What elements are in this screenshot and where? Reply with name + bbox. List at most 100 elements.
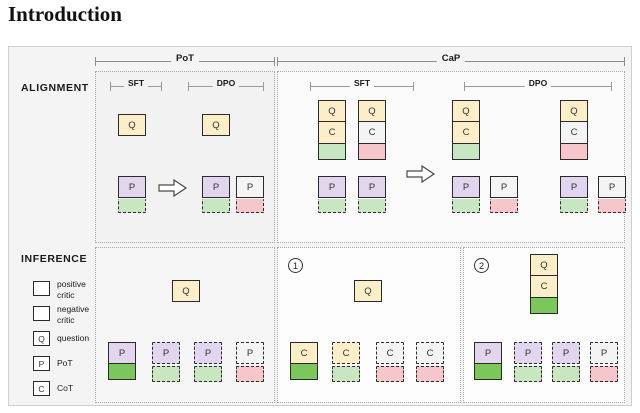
pot-cell: P — [118, 176, 146, 198]
negative-critic-swatch — [33, 306, 50, 321]
cot-cell: C — [290, 342, 318, 364]
positive-critic-cell — [452, 199, 480, 213]
pot-cell: P — [490, 176, 518, 198]
inference-cap1-candidate-2: C — [332, 342, 360, 382]
bracket-cap-left — [464, 82, 465, 91]
panel-pot-inference: Q P P P P — [95, 247, 275, 403]
bracket-pot-dpo: DPO — [188, 78, 264, 94]
inference-cap1-candidate-selected: C — [290, 342, 318, 380]
inference-cap1-question: Q — [354, 280, 382, 302]
positive-critic-swatch — [33, 281, 50, 296]
panel-cap-alignment: SFT DPO Q C Q C P P — [277, 71, 626, 243]
bracket-pot-sft: SFT — [110, 78, 162, 94]
inference-pot-candidate-2: P — [152, 342, 180, 382]
pot-cell: P — [452, 176, 480, 198]
legend-item-cot: C CoT — [33, 379, 95, 404]
negative-critic-cell — [598, 199, 626, 213]
cot-cell: C — [530, 276, 558, 298]
panel-pot-alignment: SFT DPO Q Q P P — [95, 71, 275, 243]
pot-sft-question-stack: Q — [118, 114, 146, 136]
positive-critic-cell — [358, 199, 386, 213]
bracket-cap-right — [611, 82, 612, 91]
negative-critic-cell — [490, 199, 518, 213]
cap-dpo-b-pot-negative: P — [598, 176, 626, 213]
pot-cell: P — [514, 342, 542, 364]
question-cell: Q — [560, 100, 588, 122]
inference-pot-question: Q — [172, 280, 200, 302]
inference-pot-candidate-4: P — [236, 342, 264, 382]
inference-cap2-candidate-2: P — [514, 342, 542, 382]
question-cell: Q — [318, 100, 346, 122]
page-title: Introduction — [8, 2, 122, 26]
question-cell: Q — [530, 254, 558, 276]
cap-dpo-a-stack: Q C — [452, 100, 480, 160]
positive-critic-cell — [452, 144, 480, 160]
pot-cell: P — [474, 342, 502, 364]
inference-cap1-candidate-4: C — [416, 342, 444, 382]
legend-label: PoT — [57, 358, 73, 368]
pot-cell: P — [236, 176, 264, 198]
negative-critic-cell — [236, 199, 264, 213]
pot-cell: P — [318, 176, 346, 198]
positive-critic-cell — [514, 366, 542, 382]
panel-cap-inference-step1: 1 Q C C C C — [277, 247, 461, 403]
question-swatch: Q — [33, 331, 50, 346]
pot-cell: P — [590, 342, 618, 364]
pot-dpo-candidate-negative: P — [236, 176, 264, 213]
panel-cap-inference-step2: 2 Q C P P P P — [463, 247, 625, 403]
legend-item-question: Q question — [33, 329, 95, 354]
legend-label: CoT — [57, 383, 74, 393]
bracket-label-cap: CaP — [436, 53, 466, 64]
cot-cell: C — [416, 342, 444, 364]
negative-critic-cell — [358, 144, 386, 160]
legend-item-pot: P PoT — [33, 354, 95, 379]
inference-cap2-question-stack: Q C — [530, 254, 558, 314]
negative-critic-cell — [376, 366, 404, 382]
pot-cell: P — [194, 342, 222, 364]
bracket-cap: CaP — [277, 53, 625, 71]
arrow-icon — [406, 164, 436, 184]
legend-label: question — [57, 333, 90, 343]
inference-cap2-candidate-4: P — [590, 342, 618, 382]
pot-cell: P — [598, 176, 626, 198]
cap-sft-stack-positive: Q C — [318, 100, 346, 160]
pot-cell: P — [108, 342, 136, 364]
positive-critic-cell — [530, 298, 558, 314]
pipeline-figure: ALIGNMENT INFERENCE PoT CaP SFT DPO Q — [8, 46, 632, 406]
pot-cell: P — [152, 342, 180, 364]
cap-sft-pot-1: P — [318, 176, 346, 213]
legend-item-negative-critic: negative critic — [33, 304, 95, 329]
positive-critic-cell — [108, 364, 136, 380]
cap-dpo-b-pot-positive: P — [560, 176, 588, 213]
negative-critic-cell — [560, 144, 588, 160]
legend: positive critic negative critic Q questi… — [33, 279, 95, 404]
bracket-cap-left — [277, 57, 278, 66]
pot-cell: P — [560, 176, 588, 198]
bracket-cap-right — [624, 57, 625, 66]
bracket-cap-left — [95, 57, 96, 66]
bracket-cap-left — [110, 82, 111, 91]
positive-critic-cell — [318, 199, 346, 213]
positive-critic-cell — [474, 364, 502, 380]
bracket-label-sft: SFT — [123, 78, 149, 88]
arrow-icon — [158, 178, 188, 198]
inference-pot-candidate-selected: P — [108, 342, 136, 380]
pot-cell: P — [552, 342, 580, 364]
negative-critic-cell — [236, 366, 264, 382]
cot-cell: C — [560, 122, 588, 144]
cot-cell: C — [452, 122, 480, 144]
bracket-cap-left — [310, 82, 311, 91]
cap-sft-stack-negative: Q C — [358, 100, 386, 160]
negative-critic-cell — [590, 366, 618, 382]
pot-swatch: P — [33, 356, 50, 371]
positive-critic-cell — [332, 366, 360, 382]
cap-dpo-a-pot-positive: P — [452, 176, 480, 213]
bracket-cap-right — [413, 82, 414, 91]
question-cell: Q — [452, 100, 480, 122]
bracket-label-dpo: DPO — [212, 78, 240, 88]
pot-cell: P — [236, 342, 264, 364]
cot-cell: C — [332, 342, 360, 364]
bracket-cap-right — [274, 57, 275, 66]
positive-critic-cell — [560, 199, 588, 213]
legend-label: negative critic — [57, 304, 90, 325]
